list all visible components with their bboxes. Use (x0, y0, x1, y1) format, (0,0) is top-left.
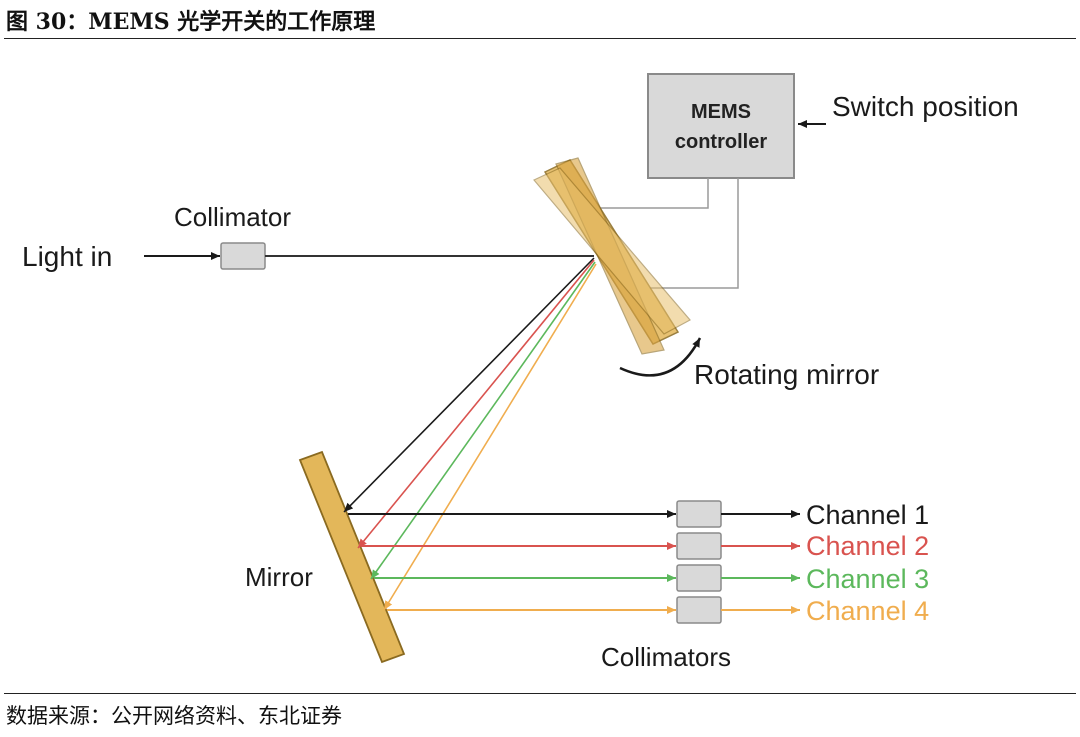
control-wire-1 (600, 178, 709, 209)
source-note: 数据来源：公开网络资料、东北证券 (6, 704, 342, 728)
beam-1-to-mirror (343, 257, 595, 513)
channel-2-label: Channel 2 (806, 531, 929, 561)
rotating-mirror (533, 157, 691, 355)
mems-optical-switch-diagram: MEMS controller Switch position Collimat… (22, 73, 1019, 672)
controller-label-line2: controller (675, 131, 767, 153)
input-collimator (220, 242, 266, 270)
rotation-arrow (619, 337, 702, 377)
mirror-label: Mirror (245, 562, 313, 592)
fixed-mirror (298, 450, 406, 664)
output-collimator-3 (676, 564, 722, 592)
output-collimator-4 (676, 596, 722, 624)
beam-4-to-mirror (383, 263, 597, 611)
beam-3-to-mirror (370, 261, 596, 580)
channel-1-label: Channel 1 (806, 500, 929, 530)
collimator-label: Collimator (174, 202, 291, 232)
control-wire-2 (650, 178, 739, 289)
bottom-rule (4, 693, 1076, 694)
output-collimator-1 (676, 500, 722, 528)
top-rule (4, 38, 1076, 39)
channel-3-label: Channel 3 (806, 564, 929, 594)
rotating-mirror-label: Rotating mirror (694, 359, 879, 390)
channel-4-label: Channel 4 (806, 596, 929, 626)
beam-2-to-mirror (357, 259, 595, 549)
light-in-label: Light in (22, 241, 112, 272)
switch-position-label: Switch position (832, 91, 1019, 122)
collimators-label: Collimators (601, 642, 731, 672)
output-collimator-2 (676, 532, 722, 560)
controller-label-line1: MEMS (691, 101, 751, 123)
figure-title: 图 30：MEMS 光学开关的工作原理 (6, 9, 376, 35)
mems-controller-box (647, 73, 795, 179)
